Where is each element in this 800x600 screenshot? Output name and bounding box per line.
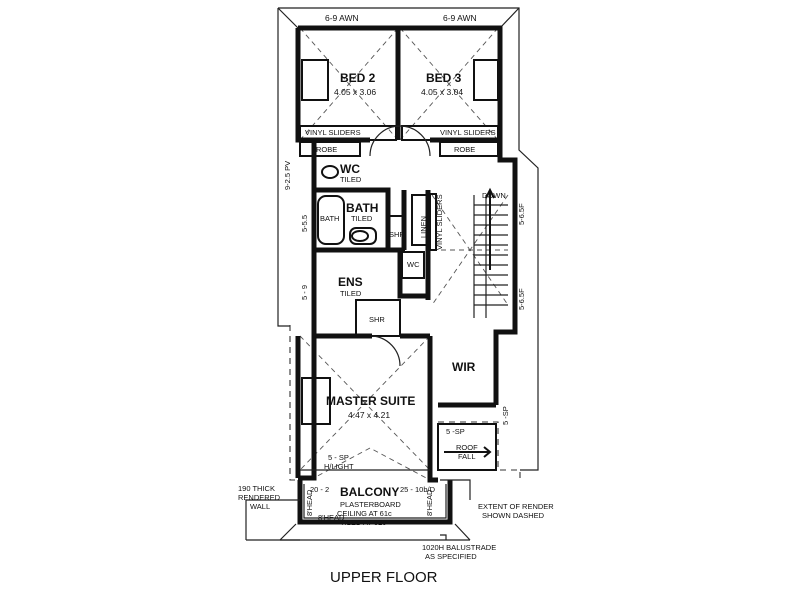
pv-dim: 9-2.5 PV [283,161,292,190]
shr-ens-label: SHR [369,315,385,324]
bed3-name: BED 3 [426,71,462,85]
bath-finish: TILED [351,214,373,223]
wc-finish: TILED [340,175,362,184]
wall-note-3: WALL [250,502,270,511]
ens-finish: TILED [340,289,362,298]
robe-left: ROBE [316,145,337,154]
render-note-1: EXTENT OF RENDER [478,502,554,511]
vinyl-sliders-right: VINYL SLIDERS [440,128,496,137]
balcony-note1: PLASTERBOARD [340,500,401,509]
robe-right: ROBE [454,145,475,154]
vinyl-sliders-vertical: VINYL SLIDERS [435,194,444,250]
ens-name: ENS [338,275,363,289]
hlight-dim: 5 - SP [328,453,349,462]
linen-label: LINEN [419,216,428,238]
dim-5-sp-right: 5 -SP [501,406,510,425]
head-right: 8'HEAD [425,489,434,516]
wir-name: WIR [452,360,476,374]
wall-note-2: RENDERED [238,493,281,502]
roof-sp-label: 5 -SP [446,427,465,436]
roof-outline [277,7,539,541]
master-name: MASTER SUITE [326,394,415,408]
vinyl-sliders-left: VINYL SLIDERS [305,128,361,137]
balustrade-note-2: AS SPECIFIED [425,552,477,561]
dim-5-9: 5 - 9 [300,285,309,300]
shr-bath-label: SHR [389,230,405,239]
bed2-name: BED 2 [340,71,376,85]
dim-6-5f-bottom: 5-6.5F [517,288,526,310]
wall-note-1: 190 THICK [238,484,275,493]
wc-name: WC [340,162,360,176]
dim-5-5-5: 5-5.5 [300,215,309,232]
dim-20-2: 20 - 2 [310,485,329,494]
down-label: DOWN [482,191,506,200]
bed3-size: 4.05 x 3.04 [421,87,463,97]
dim-6-5f-top: 5-6.5F [517,203,526,225]
hlight-label: H/LIGHT [324,462,354,471]
render-note-2: SHOWN DASHED [482,511,545,520]
balcony-note2: CEILING AT 61c [337,509,392,518]
bed2-size: 4.05 x 3.06 [334,87,376,97]
roof-label: ROOF [456,443,478,452]
awn-right-label: 6-9 AWN [443,13,477,23]
interior-details [245,59,508,541]
render-extent-dashed [289,325,521,481]
dim-25-10: 25 - 10b/D [400,485,436,494]
head-left: 8'HEAD [305,489,314,516]
balcony-note3: TILED AT 32c [340,518,386,527]
head-bottom: 8'HEAD [318,513,345,522]
wc-small-label: WC [407,260,420,269]
fall-label: FALL [458,452,476,461]
balcony-name: BALCONY [340,485,399,499]
ceiling-diagonals [299,27,509,481]
awn-left-label: 6-9 AWN [325,13,359,23]
master-size: 4.47 x 4.21 [348,410,390,420]
bath-fixture-label: BATH [320,214,339,223]
bath-name: BATH [346,201,378,215]
balustrade-note-1: 1020H BALUSTRADE [422,543,496,552]
plan-title: UPPER FLOOR [330,569,438,586]
